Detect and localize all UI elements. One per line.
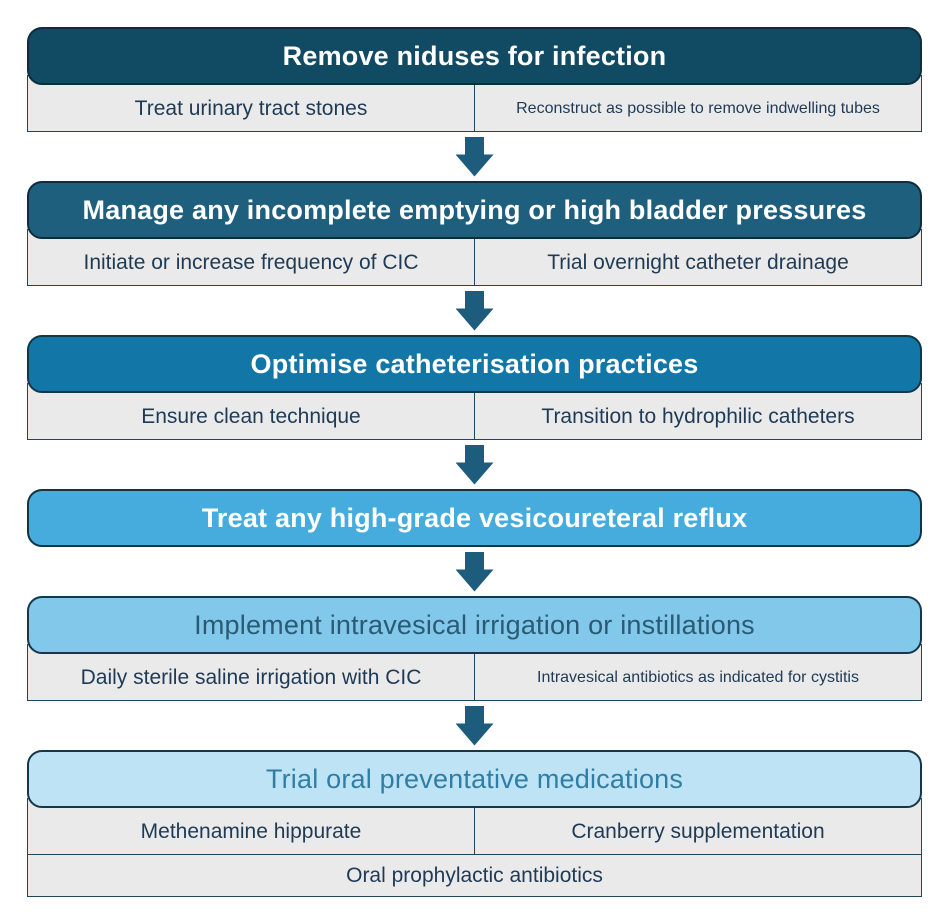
stage-header-2: Manage any incomplete emptying or high b… <box>27 181 922 239</box>
stage-cell-label: Ensure clean technique <box>141 404 361 428</box>
stage-cell-label: Treat urinary tract stones <box>134 96 368 120</box>
arrow-zone <box>27 132 922 181</box>
stage-cell-label: Daily sterile saline irrigation with CIC <box>80 665 422 689</box>
stage-cell-label: Methenamine hippurate <box>140 819 362 843</box>
stage-cells: Methenamine hippurate Cranberry suppleme… <box>27 798 922 897</box>
down-arrow-icon <box>455 551 494 592</box>
stage: Remove niduses for infection Treat urina… <box>27 27 922 132</box>
stage-title: Implement intravesical irrigation or ins… <box>194 609 755 640</box>
stage-cells-row: Oral prophylactic antibiotics <box>27 855 922 897</box>
stage-cell-label: Intravesical antibiotics as indicated fo… <box>537 668 859 686</box>
stage-title: Treat any high-grade vesicoureteral refl… <box>201 502 748 533</box>
stage-header-1: Remove niduses for infection <box>27 27 922 85</box>
stage-cell-label: Oral prophylactic antibiotics <box>346 863 603 887</box>
stage-header-4: Treat any high-grade vesicoureteral refl… <box>27 489 922 547</box>
stage-header-3: Optimise catheterisation practices <box>27 335 922 393</box>
down-arrow-icon <box>455 136 494 177</box>
stage-cell-label: Initiate or increase frequency of CIC <box>83 250 419 274</box>
arrow-zone <box>27 547 922 596</box>
stage-cell-label: Transition to hydrophilic catheters <box>541 404 855 428</box>
arrow-zone <box>27 440 922 489</box>
arrow-zone <box>27 701 922 750</box>
stage: Manage any incomplete emptying or high b… <box>27 181 922 286</box>
stage-title: Manage any incomplete emptying or high b… <box>82 194 867 225</box>
stage-cell-label: Reconstruct as possible to remove indwel… <box>516 99 880 117</box>
stage: Implement intravesical irrigation or ins… <box>27 596 922 701</box>
stage-title: Trial oral preventative medications <box>265 763 684 794</box>
stage-title: Optimise catheterisation practices <box>250 348 699 379</box>
stage: Trial oral preventative medications Meth… <box>27 750 922 897</box>
stage: Treat any high-grade vesicoureteral refl… <box>27 489 922 547</box>
down-arrow-icon <box>455 444 494 485</box>
arrow-zone <box>27 286 922 335</box>
stage-cell: Oral prophylactic antibiotics <box>27 855 922 897</box>
down-arrow-icon <box>455 290 494 331</box>
stage-header-5: Implement intravesical irrigation or ins… <box>27 596 922 654</box>
stage-cell-label: Trial overnight catheter drainage <box>547 250 849 274</box>
down-arrow-icon <box>455 705 494 746</box>
flowchart: Remove niduses for infection Treat urina… <box>27 27 922 897</box>
stage-title: Remove niduses for infection <box>282 40 667 71</box>
stage-cell-label: Cranberry supplementation <box>571 819 825 843</box>
stage: Optimise catheterisation practices Ensur… <box>27 335 922 440</box>
stage-header-6: Trial oral preventative medications <box>27 750 922 808</box>
